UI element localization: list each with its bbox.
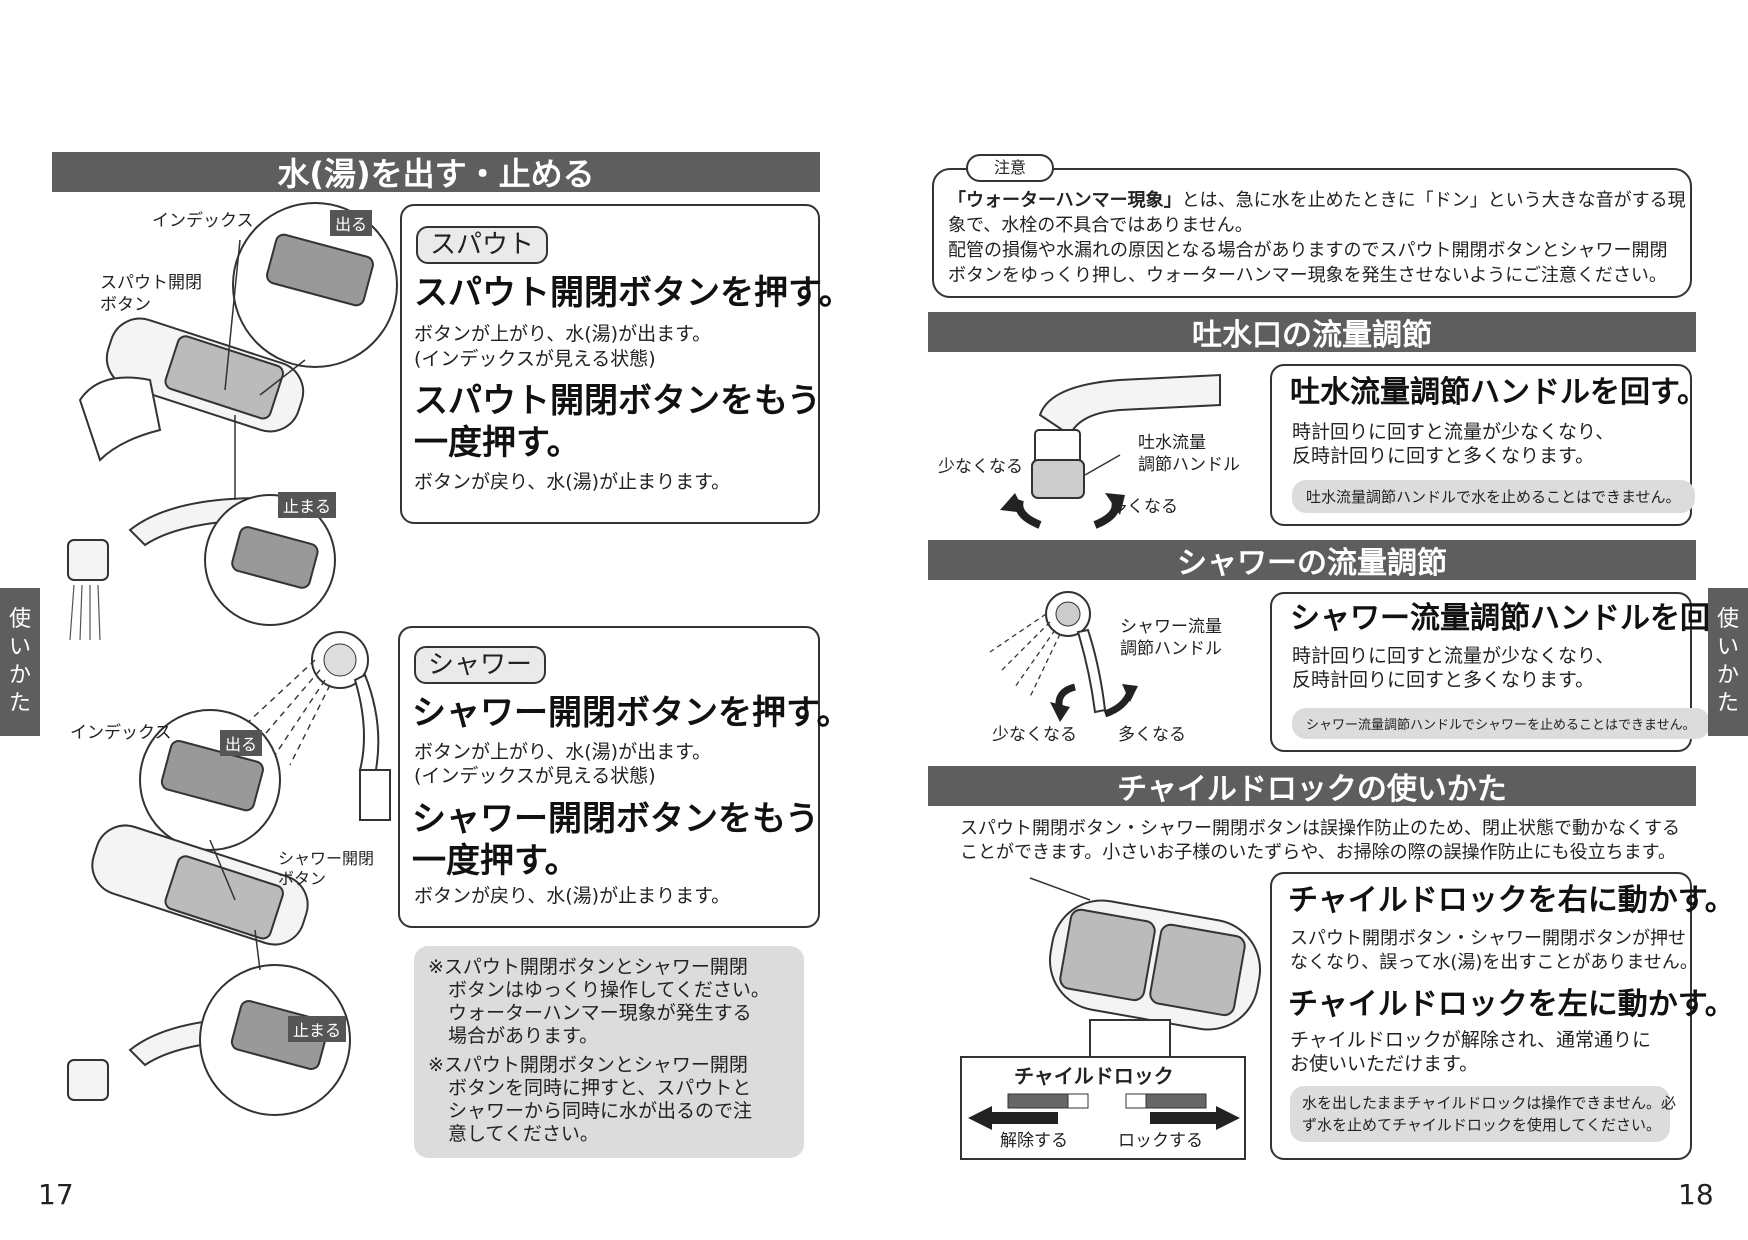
shower-label-handle-b: 調節ハンドル bbox=[1120, 639, 1222, 659]
spout-text-1b: (インデックスが見える状態) bbox=[414, 348, 656, 370]
section-title-shower-flow: シャワーの流量調節 bbox=[928, 540, 1696, 581]
caution-note-1-line-1: ※スパウト開閉ボタンとシャワー開閉 bbox=[428, 956, 748, 978]
attention-line-1: 「ウォーターハンマー現象」とは、急に水を止めたときに「ドン」という大きな音がする… bbox=[948, 188, 1688, 213]
spout-flow-text-b: 反時計回りに回すと多くなります。 bbox=[1292, 445, 1595, 467]
spout-label-handle-a: 吐水流量 bbox=[1138, 433, 1206, 453]
shower-flow-illustration bbox=[989, 591, 1138, 722]
label-shower-button-b: ボタン bbox=[278, 869, 327, 888]
shower-flow-text-b: 反時計回りに回すと多くなります。 bbox=[1292, 669, 1595, 691]
side-tab-char: か bbox=[1716, 663, 1739, 688]
caution-note-2-line-2: ボタンを同時に押すと、スパウトと bbox=[448, 1077, 752, 1099]
attention-text: 「ウォーターハンマー現象」とは、急に水を止めたときに「ドン」という大きな音がする… bbox=[948, 188, 1688, 288]
faucet-shower-illustration bbox=[67, 631, 391, 1116]
spout-flow-note: 吐水流量調節ハンドルで水を止めることはできません。 bbox=[1292, 480, 1695, 513]
label-out-bottom: 出る bbox=[220, 730, 263, 756]
caution-notes-box: ※スパウト開閉ボタンとシャワー開閉 ボタンはゆっくり操作してください。 ウォータ… bbox=[414, 946, 804, 1158]
shower-flow-note: シャワー流量調節ハンドルでシャワーを止めることはできません。 bbox=[1292, 708, 1710, 739]
spout-heading-press: スパウト開閉ボタンを押す。 bbox=[414, 273, 853, 313]
shower-label-less: 少なくなる bbox=[992, 725, 1077, 745]
shower-text-2: ボタンが戻り、水(湯)が止まります。 bbox=[414, 885, 731, 907]
label-spout-button-b: ボタン bbox=[100, 295, 151, 315]
caution-note-1-line-2: ボタンはゆっくり操作してください。 bbox=[448, 979, 770, 1001]
child-lock-note: 水を出したままチャイルドロックは操作できません。必 ず水を止めてチャイルドロック… bbox=[1290, 1086, 1676, 1142]
faucet-spout-illustration bbox=[67, 202, 398, 641]
shower-label-more: 多くなる bbox=[1118, 725, 1186, 745]
spout-label-handle-b: 調節ハンドル bbox=[1138, 455, 1240, 475]
attention-line-3: 配管の損傷や水漏れの原因となる場合がありますのでスパウト開閉ボタンとシャワー開閉 bbox=[948, 240, 1668, 261]
side-tab-char: 使 bbox=[1716, 607, 1739, 632]
shower-label-handle-a: シャワー流量 bbox=[1120, 617, 1222, 637]
child-lock-illustration bbox=[1029, 877, 1262, 1061]
spout-flow-heading: 吐水流量調節ハンドルを回す。 bbox=[1290, 375, 1707, 410]
child-lock-intro-a: スパウト開閉ボタン・シャワー開閉ボタンは誤操作防止のため、閉止状態で動かなくする bbox=[960, 818, 1680, 839]
caution-note-2-line-3: シャワーから同時に水が出るので注 bbox=[448, 1100, 753, 1122]
child-lock-heading-left: チャイルドロックを左に動かす。 bbox=[1288, 987, 1735, 1022]
spout-heading-press-again-a: スパウト開閉ボタンをもう bbox=[414, 381, 821, 421]
attention-tag: 注意 bbox=[966, 154, 1054, 182]
label-index-top: インデックス bbox=[152, 211, 254, 231]
spout-flow-text-a: 時計回りに回すと流量が少なくなり、 bbox=[1292, 421, 1615, 443]
shower-heading-press-again-b: 一度押す。 bbox=[412, 841, 579, 881]
attention-line-4: ボタンをゆっくり押し、ウォーターハンマー現象を発生させないようにご注意ください。 bbox=[948, 265, 1667, 286]
spout-heading-press-again-b: 一度押す。 bbox=[414, 423, 581, 463]
child-lock-note-b: ず水を止めてチャイルドロックを使用してください。 bbox=[1302, 1116, 1661, 1134]
spout-pill: スパウト bbox=[416, 226, 549, 264]
caution-note-2-line-4: 意してください。 bbox=[448, 1123, 599, 1145]
child-lock-slider-diagram bbox=[968, 1093, 1240, 1130]
attention-keyword: 「ウォーターハンマー現象」 bbox=[948, 190, 1182, 211]
shower-flow-text-a: 時計回りに回すと流量が少なくなり、 bbox=[1292, 645, 1615, 667]
side-tab-char: 使 bbox=[8, 607, 31, 632]
page-number-left: 17 bbox=[38, 1178, 74, 1211]
section-title-child-lock: チャイルドロックの使いかた bbox=[928, 766, 1696, 807]
attention-line-2: 象で、水栓の不具合ではありません。 bbox=[948, 215, 1253, 236]
spout-flow-illustration bbox=[1000, 373, 1221, 529]
spout-label-more: 多くなる bbox=[1110, 497, 1178, 517]
spout-text-1a: ボタンが上がり、水(湯)が出ます。 bbox=[414, 323, 712, 345]
attention-box bbox=[932, 168, 1692, 298]
section-title-water-on-off: 水(湯)を出す・止める bbox=[52, 152, 820, 193]
section-title-spout-flow: 吐水口の流量調節 bbox=[928, 312, 1696, 353]
caution-note-1-line-4: 場合があります。 bbox=[448, 1025, 599, 1047]
shower-pill: シャワー bbox=[414, 646, 547, 684]
side-tab-char: い bbox=[1716, 635, 1739, 660]
caution-note-1-line-3: ウォーターハンマー現象が発生する bbox=[448, 1002, 752, 1024]
side-tab-usage-right: 使 い か た bbox=[1708, 588, 1748, 736]
side-tab-usage-left: 使 い か た bbox=[0, 588, 40, 736]
child-lock-heading-right: チャイルドロックを右に動かす。 bbox=[1288, 883, 1735, 918]
shower-heading-press: シャワー開閉ボタンを押す。 bbox=[412, 693, 851, 733]
child-lock-release-label: 解除する bbox=[1000, 1131, 1068, 1151]
side-tab-char: た bbox=[8, 691, 31, 716]
child-lock-text-2a: チャイルドロックが解除され、通常通りに bbox=[1290, 1029, 1652, 1051]
shower-text-1a: ボタンが上がり、水(湯)が出ます。 bbox=[414, 741, 712, 763]
child-lock-text-2b: お使いいただけます。 bbox=[1290, 1053, 1479, 1075]
caution-note-2-line-1: ※スパウト開閉ボタンとシャワー開閉 bbox=[428, 1054, 748, 1076]
spout-text-2: ボタンが戻り、水(湯)が止まります。 bbox=[414, 471, 731, 493]
shower-flow-heading: シャワー流量調節ハンドルを回す。 bbox=[1290, 601, 1748, 636]
side-tab-char: か bbox=[8, 663, 31, 688]
child-lock-note-a: 水を出したままチャイルドロックは操作できません。必 bbox=[1302, 1094, 1676, 1112]
attention-line-1-rest: とは、急に水を止めたときに「ドン」という大きな音がする現 bbox=[1181, 190, 1686, 211]
label-out-top: 出る bbox=[330, 210, 373, 236]
shower-text-1b: (インデックスが見える状態) bbox=[414, 765, 656, 787]
page-number-right: 18 bbox=[1678, 1178, 1714, 1211]
side-tab-char: い bbox=[8, 635, 31, 660]
label-index-bottom: インデックス bbox=[70, 723, 172, 743]
child-lock-text-1b: なくなり、誤って水(湯)を出すことがありません。 bbox=[1290, 952, 1698, 973]
label-shower-button-a: シャワー開閉 bbox=[278, 849, 375, 868]
label-stop-bottom: 止まる bbox=[288, 1016, 347, 1042]
child-lock-diagram-title: チャイルドロック bbox=[1014, 1064, 1174, 1088]
child-lock-lock-label: ロックする bbox=[1118, 1131, 1203, 1151]
side-tab-char: た bbox=[1716, 691, 1739, 716]
shower-heading-press-again-a: シャワー開閉ボタンをもう bbox=[412, 799, 819, 839]
child-lock-text-1a: スパウト開閉ボタン・シャワー開閉ボタンが押せ bbox=[1290, 928, 1686, 949]
label-spout-button-a: スパウト開閉 bbox=[100, 273, 202, 293]
spout-label-less: 少なくなる bbox=[938, 457, 1023, 477]
label-stop-top: 止まる bbox=[278, 492, 337, 518]
child-lock-intro-b: ことができます。小さいお子様のいたずらや、お掃除の際の誤操作防止にも役立ちます。 bbox=[960, 842, 1676, 863]
